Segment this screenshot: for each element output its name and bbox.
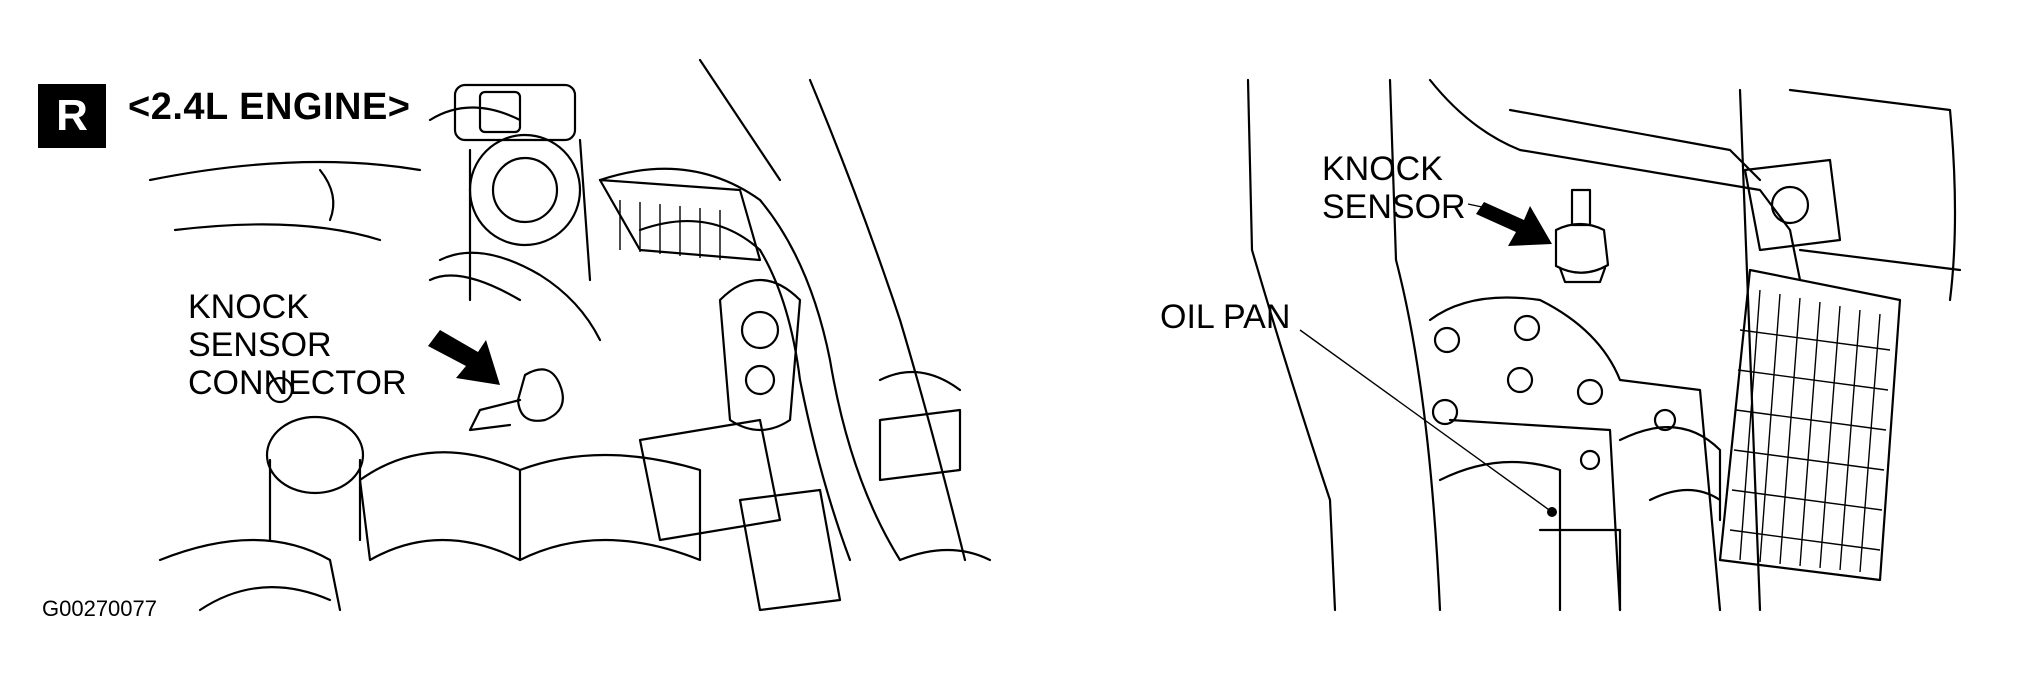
page-title: <2.4L ENGINE> [128,86,411,128]
label-line: KNOCK [1322,150,1443,188]
section-badge: R [38,84,106,148]
label-line: SENSOR [1322,188,1466,226]
label-line: KNOCK [188,288,309,326]
oil-pan-label: OIL PAN [1160,298,1291,336]
knock-sensor-label: KNOCK SENSOR [1322,150,1466,226]
label-line: SENSOR [188,326,332,364]
grille-hatch [1718,268,1902,582]
right-engine-illustration [1246,78,1962,612]
left-engine-illustration [148,58,992,612]
figure-code: G00270077 [42,596,157,621]
label-line: CONNECTOR [188,364,407,402]
knock-sensor-connector-label: KNOCK SENSOR CONNECTOR [188,288,407,402]
